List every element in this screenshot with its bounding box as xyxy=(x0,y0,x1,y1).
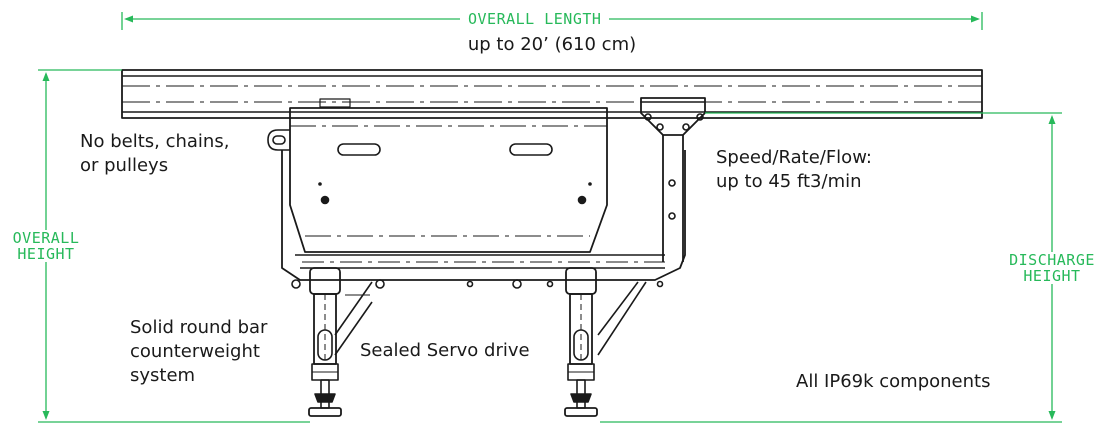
housing-bolt xyxy=(320,195,330,205)
discharge-support xyxy=(640,97,706,262)
left-leg xyxy=(308,267,342,417)
overall-length-label: OVERALL LENGTH xyxy=(460,11,610,27)
callout-speed-line1: Speed/Rate/Flow: xyxy=(716,147,872,168)
discharge-height-line1: DISCHARGE xyxy=(1009,251,1095,269)
callout-speed-line2: up to 45 ft3/min xyxy=(716,171,862,192)
overall-length-value: up to 20’ (610 cm) xyxy=(467,34,637,55)
callout-no-belts: No belts, chains, or pulleys xyxy=(80,130,229,178)
housing-bolt xyxy=(577,195,587,205)
conveyor-pan xyxy=(121,69,983,119)
right-leg xyxy=(564,267,598,417)
callout-counterweight-line3: system xyxy=(130,365,196,386)
overall-height-line2: HEIGHT xyxy=(17,245,75,263)
discharge-height-line2: HEIGHT xyxy=(1023,267,1081,285)
callout-ip69k: All IP69k components xyxy=(796,371,991,392)
overall-height-line1: OVERALL xyxy=(12,229,80,247)
callout-counterweight-line2: counterweight xyxy=(130,341,260,362)
callout-servo: Sealed Servo drive xyxy=(360,340,530,361)
callout-speed: Speed/Rate/Flow: up to 45 ft3/min xyxy=(716,146,872,194)
drive-housing xyxy=(267,107,608,253)
discharge-height-label: DISCHARGE HEIGHT xyxy=(1002,252,1102,284)
callout-counterweight-line1: Solid round bar xyxy=(130,317,268,338)
overall-height-label: OVERALL HEIGHT xyxy=(4,230,88,262)
callout-no-belts-line2: or pulleys xyxy=(80,155,169,176)
counterweight-braces xyxy=(334,281,647,356)
callout-no-belts-line1: No belts, chains, xyxy=(80,131,230,152)
frame xyxy=(281,150,686,289)
callout-counterweight: Solid round bar counterweight system xyxy=(130,316,267,388)
